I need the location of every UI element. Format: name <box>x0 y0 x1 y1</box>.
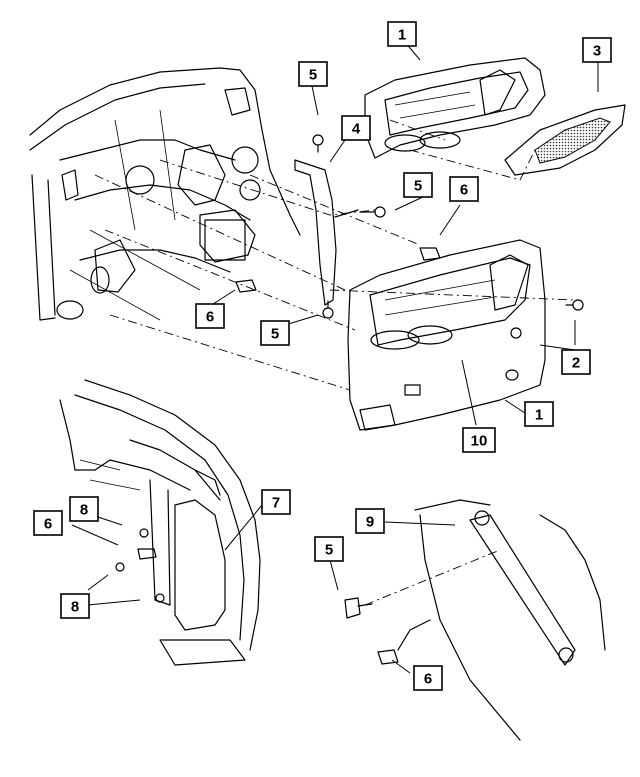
callout-box <box>524 401 554 427</box>
callout-box <box>387 21 417 47</box>
callout-number: 10 <box>471 433 488 450</box>
callout-box <box>561 349 591 375</box>
quarter-strut-assembly <box>344 499 606 741</box>
callout-c5b: 5 <box>403 172 433 198</box>
callout-box <box>33 510 63 536</box>
callout-number: 6 <box>460 182 468 199</box>
callout-number: 9 <box>366 514 374 531</box>
callout-box <box>298 61 328 87</box>
callout-box <box>462 427 496 453</box>
callout-c5d: 5 <box>314 536 344 562</box>
callout-box <box>69 496 99 522</box>
callout-labels: 1 3 5 4 5 6 6 5 2 1 10 7 8 6 8 9 5 6 <box>33 21 612 691</box>
callout-c6d: 6 <box>413 665 443 691</box>
assembly-lines <box>94 119 576 391</box>
leader-lines <box>71 41 599 674</box>
callout-c8a: 8 <box>69 496 99 522</box>
retainer-clips <box>235 247 441 293</box>
callout-c2: 2 <box>561 349 591 375</box>
callout-box <box>314 536 344 562</box>
callout-c5c: 5 <box>260 320 290 346</box>
callout-c9: 9 <box>355 508 385 534</box>
vehicle-body-shell <box>29 67 301 321</box>
callout-number: 1 <box>535 407 543 424</box>
callout-number: 8 <box>71 599 79 616</box>
callout-c6b: 6 <box>195 303 225 329</box>
callout-box <box>449 176 479 202</box>
callout-c10: 10 <box>462 427 496 453</box>
callout-c7: 7 <box>261 489 291 515</box>
callout-box <box>195 303 225 329</box>
callout-box <box>260 320 290 346</box>
upper-trim-panel <box>364 57 546 159</box>
callout-c1b: 1 <box>524 401 554 427</box>
callout-box <box>60 593 90 619</box>
callout-box <box>413 665 443 691</box>
callout-c8b: 8 <box>60 593 90 619</box>
callout-number: 5 <box>325 542 333 559</box>
callout-c1a: 1 <box>387 21 417 47</box>
callout-number: 8 <box>80 502 88 519</box>
callout-number: 2 <box>572 355 580 372</box>
callout-c3: 3 <box>582 37 612 63</box>
callout-box <box>355 508 385 534</box>
callout-c6a: 6 <box>449 176 479 202</box>
callout-box <box>403 172 433 198</box>
callout-number: 6 <box>206 309 214 326</box>
quarter-trim-bracket <box>294 159 337 306</box>
callout-number: 5 <box>271 326 279 343</box>
callout-number: 6 <box>44 516 52 533</box>
callout-number: 4 <box>352 121 361 138</box>
callout-number: 3 <box>593 43 601 60</box>
side-body-detail <box>59 379 261 666</box>
callout-number: 5 <box>309 67 317 84</box>
callout-number: 7 <box>272 495 280 512</box>
callout-box <box>341 115 371 141</box>
callout-c4: 4 <box>341 115 371 141</box>
callout-c5a: 5 <box>298 61 328 87</box>
callout-number: 6 <box>424 671 432 688</box>
speaker-grille <box>504 104 626 176</box>
callout-number: 5 <box>414 178 422 195</box>
callout-number: 1 <box>398 27 406 44</box>
callout-c6c: 6 <box>33 510 63 536</box>
push-pin-fasteners <box>312 134 584 339</box>
side-fasteners <box>115 528 165 603</box>
callout-box <box>582 37 612 63</box>
quarter-trim-panel <box>347 239 546 431</box>
callout-box <box>261 489 291 515</box>
